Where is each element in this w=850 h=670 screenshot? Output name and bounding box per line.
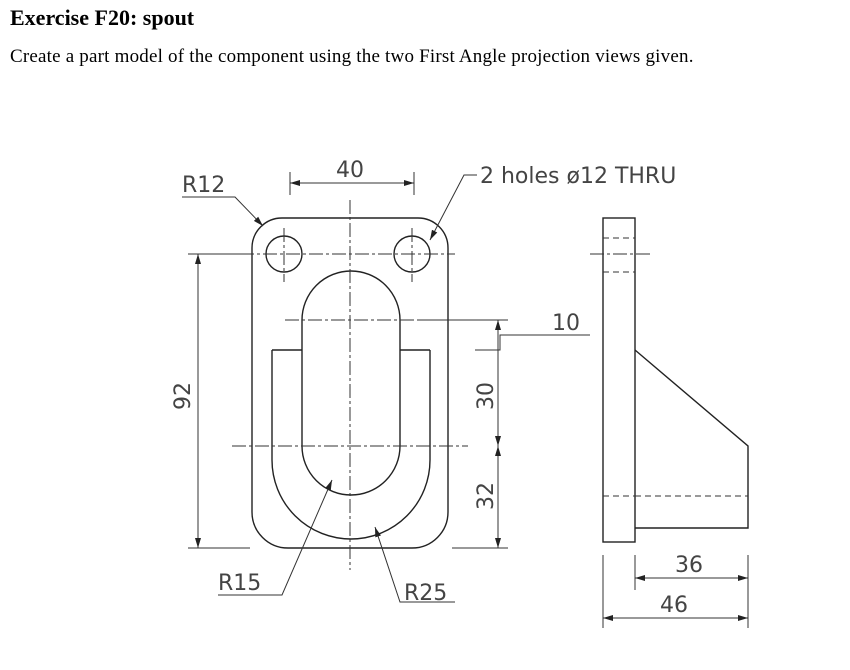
- dim-slot-radius-label: R15: [218, 571, 261, 596]
- dim-height-total: 92: [171, 253, 250, 549]
- dim-height-total-label: 92: [171, 382, 196, 410]
- dim-plate-thickness-label: 10: [552, 311, 580, 336]
- dim-slot-stack: 30 32: [420, 319, 508, 549]
- dim-slot-offset-label: 32: [474, 482, 499, 510]
- dim-boss-depth-label: 36: [675, 553, 703, 578]
- dim-depth: 36 46: [602, 553, 749, 628]
- side-view: [590, 217, 749, 543]
- dim-holes-label: 2 holes ø12 THRU: [480, 164, 676, 189]
- exercise-title: Exercise F20: spout: [10, 5, 195, 30]
- dim-width-top-label: 40: [336, 158, 364, 183]
- exercise-instruction: Create a part model of the component usi…: [10, 46, 694, 67]
- dim-corner-radius: R12: [182, 173, 264, 227]
- dim-outer-radius-label: R25: [404, 581, 447, 606]
- dim-width-top: 40: [289, 158, 415, 195]
- side-boss: [634, 349, 749, 529]
- dim-holes: 2 holes ø12 THRU: [429, 164, 676, 241]
- dim-slot-length-label: 30: [474, 382, 499, 410]
- dim-corner-radius-label: R12: [182, 173, 225, 198]
- dim-plate-thickness: 10: [475, 311, 590, 351]
- dim-slot-radius: R15: [218, 479, 333, 596]
- front-plate-outline: [251, 217, 449, 549]
- dim-overall-depth-label: 46: [660, 593, 688, 618]
- front-slot-outline: [301, 270, 401, 496]
- side-plate: [602, 217, 636, 543]
- front-view: [232, 200, 468, 570]
- front-boss-outline: [271, 350, 431, 540]
- dim-outer-radius: R25: [374, 526, 455, 606]
